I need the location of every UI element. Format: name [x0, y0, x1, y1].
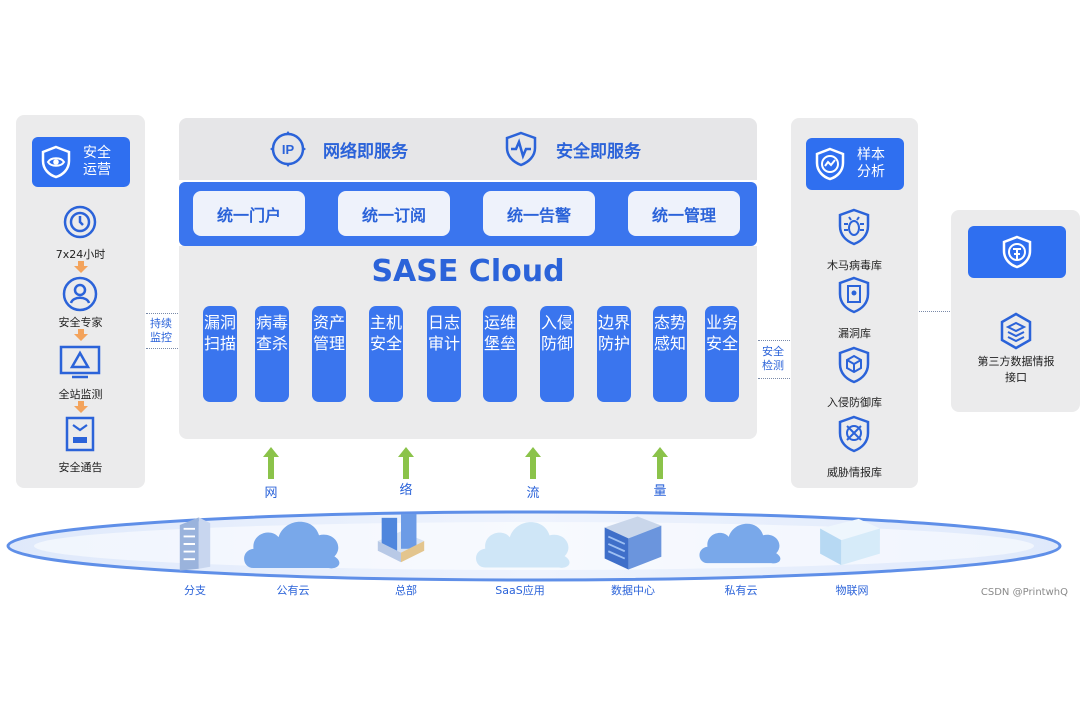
site-label: 公有云 [276, 584, 310, 597]
headquarters-icon [377, 513, 425, 563]
left-dotted-link [146, 313, 178, 314]
sample-analysis-label: 样本分析 [857, 147, 885, 180]
up-arrow-icon [525, 447, 541, 479]
svg-text:IP: IP [282, 142, 295, 157]
service-bar: IP 网络即服务 安全即服务 [179, 118, 757, 180]
intrusion-cube-icon [838, 346, 870, 384]
clock-icon [63, 205, 97, 239]
notice-icon [65, 416, 95, 452]
module-business-security: 业务安全 [705, 306, 739, 402]
down-arrow-icon [74, 329, 88, 341]
up-arrow-icon [263, 447, 279, 479]
site-label: 物联网 [835, 584, 869, 597]
chart-shield-icon [815, 147, 845, 181]
uplink-label: 量 [653, 484, 667, 499]
pulse-shield-icon [505, 131, 537, 167]
third-party-intel-panel: 第三方数据情报接口 [951, 210, 1080, 412]
unified-alert: 统一告警 [483, 191, 595, 236]
uplink-label: 流 [526, 486, 540, 501]
data-layers-icon [1000, 312, 1032, 350]
step-label: 全站监测 [58, 388, 103, 401]
left-dotted-link [146, 348, 178, 349]
security-as-a-service-label: 安全即服务 [556, 141, 641, 162]
far-right-dotted-link [919, 311, 950, 312]
site-label: 分支 [184, 584, 206, 597]
step-label: 安全专家 [58, 316, 103, 329]
eye-shield-icon [41, 145, 71, 179]
network-as-a-service-label: 网络即服务 [323, 141, 408, 162]
module-virus-scan: 病毒查杀 [255, 306, 289, 402]
module-ops-bastion: 运维堡垒 [483, 306, 517, 402]
watermark: CSDN @PrintwhQ [980, 587, 1068, 598]
network-as-a-service: IP 网络即服务 [269, 130, 408, 168]
third-party-badge [968, 226, 1066, 278]
site-label: 数据中心 [611, 584, 655, 597]
security-detection-label: 安全检测 [762, 345, 784, 372]
uplink-label: 络 [399, 483, 413, 498]
third-party-intel-label: 第三方数据情报接口 [977, 355, 1055, 384]
security-operations-badge: 安全运营 [32, 137, 130, 187]
uplink-label: 网 [264, 486, 278, 501]
right-dotted-link [758, 340, 790, 341]
site-label: 私有云 [724, 584, 758, 597]
vulnerability-doc-icon [838, 276, 870, 314]
sase-cloud-panel: SASE Cloud 漏洞扫描 病毒查杀 资产管理 主机安全 日志审计 运维堡垒… [179, 246, 757, 439]
data-center-icon [604, 516, 662, 570]
module-log-audit: 日志审计 [427, 306, 461, 402]
continuous-monitoring-label: 持续监控 [150, 317, 172, 344]
public-cloud-icon [244, 521, 340, 569]
plug-shield-icon [1002, 235, 1032, 269]
branch-building-icon [179, 517, 211, 571]
module-vulnerability-scan: 漏洞扫描 [203, 306, 237, 402]
module-host-security: 主机安全 [369, 306, 403, 402]
private-cloud-icon [699, 523, 781, 564]
security-operations-panel: 安全运营 7x24小时 安全专家 全站监测 安全通告 [16, 115, 145, 488]
up-arrow-icon [398, 447, 414, 479]
library-label: 入侵防御库 [827, 396, 882, 409]
module-boundary-protection: 边界防护 [597, 306, 631, 402]
module-situation-awareness: 态势感知 [653, 306, 687, 402]
up-arrow-icon [652, 447, 668, 479]
unified-subscription: 统一订阅 [338, 191, 450, 236]
unified-bar: 统一门户 统一订阅 统一告警 统一管理 [179, 182, 757, 246]
saas-cloud-icon [476, 522, 570, 568]
step-label: 7x24小时 [55, 248, 106, 261]
unified-management: 统一管理 [628, 191, 740, 236]
step-label: 安全通告 [58, 461, 103, 474]
trojan-virus-icon [838, 208, 870, 246]
unified-portal: 统一门户 [193, 191, 305, 236]
iot-box-icon [820, 518, 880, 566]
site-label: SaaS应用 [495, 584, 545, 597]
right-dotted-link [758, 378, 790, 379]
library-label: 漏洞库 [838, 327, 871, 340]
library-label: 木马病毒库 [827, 259, 882, 272]
library-label: 威胁情报库 [827, 466, 882, 479]
user-icon [62, 276, 98, 312]
sase-cloud-title: SASE Cloud [371, 254, 565, 289]
monitor-icon [59, 345, 101, 379]
sample-analysis-panel: 样本分析 木马病毒库 漏洞库 入侵防御库 威胁情报库 [791, 118, 918, 488]
module-asset-management: 资产管理 [312, 306, 346, 402]
sample-analysis-badge: 样本分析 [806, 138, 904, 190]
security-as-a-service: 安全即服务 [502, 130, 641, 168]
threat-intel-icon [838, 415, 870, 453]
down-arrow-icon [74, 261, 88, 273]
ip-network-icon: IP [270, 131, 306, 167]
security-operations-label: 安全运营 [83, 145, 111, 178]
down-arrow-icon [74, 401, 88, 413]
module-intrusion-prevention: 入侵防御 [540, 306, 574, 402]
site-label: 总部 [395, 584, 417, 597]
